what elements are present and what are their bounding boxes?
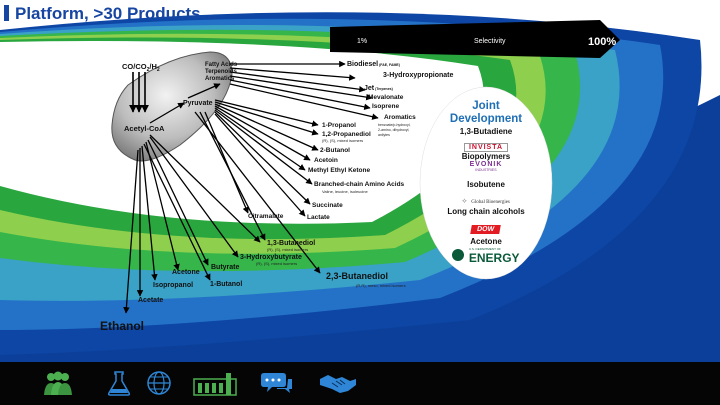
product-butyrate: Butyrate [211,264,240,271]
doe-logo-text: ENERGY [468,251,520,265]
product-biodiesel: Biodiesel(FAE, FAME) [347,61,400,68]
evonik-logo-sub: INDUSTRIES [475,168,497,172]
product-1-butanol: 1-Butanol [210,281,242,288]
joint-development-panel-bg [419,86,553,280]
product-aromatics-sub1: benzoate/p-hydroxyl, [378,123,411,127]
selectivity-arrow: 1% Selectivity 100% [330,20,620,58]
dow-logo: DOW [423,218,549,236]
product-isopropanol: Isopropanol [153,282,193,289]
product-acetoin: Acetoin [314,157,338,164]
global-bioenergies-logo-text: Global Bioenergies [471,200,510,205]
product-3-hydroxypropionate: 3-Hydroxypropionate [383,72,454,79]
flask-icon[interactable] [103,369,135,397]
title-bar [4,5,9,21]
doe-logo-sub: U.S. DEPARTMENT OF [468,247,501,251]
evonik-logo: EVONIK INDUSTRIES [423,161,549,172]
product-citramalate: Citramalate [248,213,284,220]
product-acetate: Acetate [138,297,163,304]
product-1-2-propanediol-sub: (R), (S), mixed isomers [322,138,363,143]
product-aromatics-sub2: 2-amino, dihydroxyl, [378,128,409,132]
product-3-hydroxybutyrate: 3-Hydroxybutyrate [240,254,302,261]
node-aromatics-in: Aromatics [205,76,235,82]
global-bioenergies-logo: ⟡ Global Bioenergies [423,190,549,208]
evonik-logo-text: EVONIK [469,161,503,168]
selectivity-start: 1% [357,38,367,45]
joint-development-title: Joint Development [423,100,549,126]
product-2-3-butanediol-sub: (R,R), meso, mixed isomers [356,283,406,288]
selectivity-end: 100% [588,36,616,48]
product-succinate: Succinate [312,202,343,209]
node-acetyl-coa: Acetyl-CoA [124,124,165,133]
product-3-hydroxybutyrate-sub: (R), (S), mixed isomers [256,261,297,266]
product-1-3-butanediol: 1,3-Butanediol [267,240,315,247]
product-aromatics: Aromatics [384,114,416,121]
product-bcaa-sub: Valine, leucine, isoleucine [322,189,369,194]
product-2-butanol: 2-Butanol [320,147,350,154]
partner-product-butadiene: 1,3-Butadiene [459,127,513,136]
product-1-2-propanediol: 1,2-Propanediol [322,131,371,138]
cell [111,51,233,162]
page-title-text: Platform, >30 Products… [15,4,218,23]
invista-logo: INVISTA [423,136,549,154]
page-title: Platform, >30 Products… [0,4,218,24]
global-bioenergies-mark: ⟡ [462,198,467,205]
people-icon[interactable] [42,369,74,397]
doe-seal-icon [452,249,465,261]
selectivity-label: Selectivity [474,38,506,45]
product-2-3-butanediol: 2,3-Butanediol [326,271,388,281]
chat-icon[interactable] [261,369,293,397]
handshake-icon[interactable] [318,369,358,397]
partner-product-isobutene: Isobutene [467,180,505,189]
partner-product-biopolymers: Biopolymers [461,152,511,161]
product-bcaa: Branched-chain Amino Acids [314,181,405,188]
node-fatty-acids: Fatty Acids [205,62,238,68]
product-jet: Jet(Terpenes) [364,85,393,92]
factory-icon[interactable] [192,369,238,397]
product-1-3-butanediol-sub: (R), (S), mixed isomers [267,247,308,252]
product-1-propanol: 1-Propanol [322,122,356,129]
doe-energy-logo: U.S. DEPARTMENT OF ENERGY [423,246,549,264]
product-mek: Methyl Ethyl Ketone [308,167,371,174]
product-mevalonate: Mevalonate [368,94,404,101]
product-acetone: Acetone [172,269,200,276]
product-aromatics-sub3: anilytes [378,133,390,137]
feed-label: CO/CO2/H2 [122,62,160,73]
feed-arrows [129,72,149,113]
product-isoprene: Isoprene [372,103,399,110]
node-pyruvate: Pyruvate [183,100,213,107]
partner-product-long-chain-alcohols: Long chain alcohols [447,207,525,216]
product-ethanol: Ethanol [100,319,144,333]
dow-logo-text: DOW [470,225,502,234]
node-terpenoids: Terpenoids [205,69,238,75]
joint-development-panel: Joint Development 1,3-Butadiene INVISTA … [423,90,549,276]
globe-icon[interactable] [143,369,175,397]
joint-development-title-line2: Development [449,113,523,125]
pathway-arrows [123,60,379,314]
product-lactate: Lactate [307,214,330,221]
invista-logo-text: INVISTA [463,143,509,152]
footer-bar [0,362,720,405]
joint-development-title-line1: Joint [472,100,500,112]
partner-product-acetone: Acetone [470,237,502,246]
